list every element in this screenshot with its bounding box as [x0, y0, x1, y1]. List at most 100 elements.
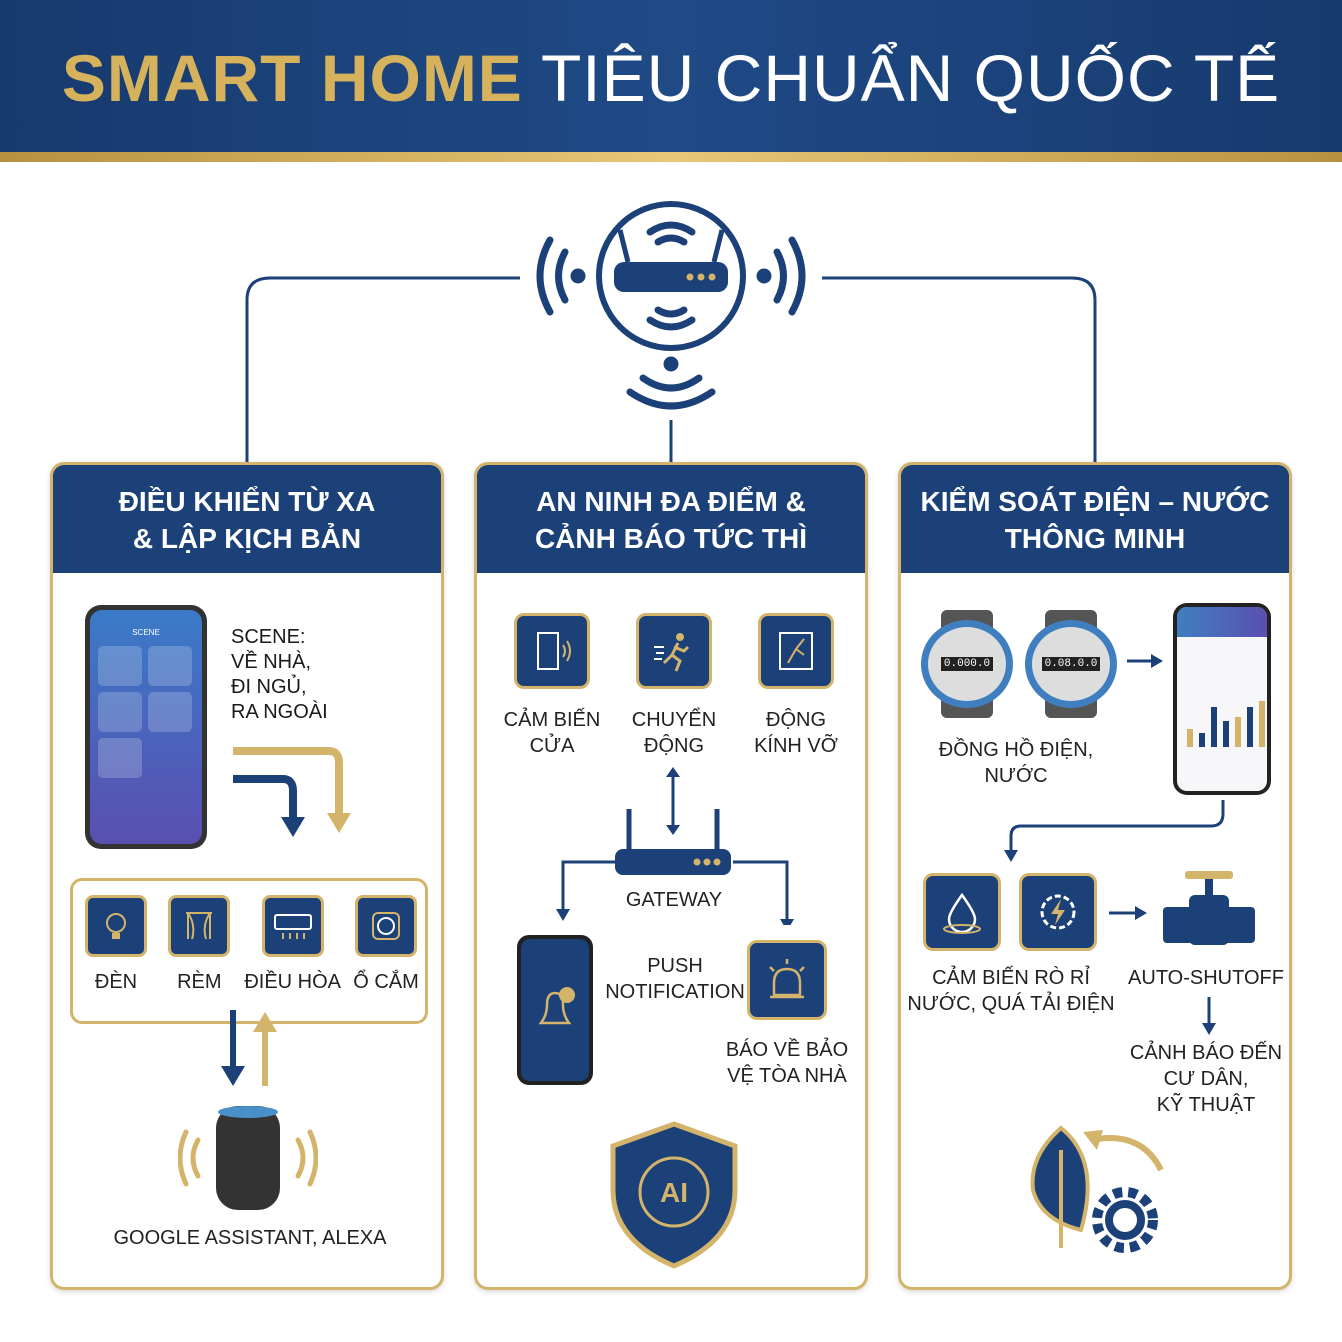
device-label: RÈM: [177, 971, 222, 993]
device-label: Ổ CẮM: [353, 971, 419, 993]
meter-reading: 0.08.0.0: [1041, 657, 1101, 671]
scene-label-line: SCENE:: [231, 626, 306, 648]
flow-arrows: [233, 747, 351, 837]
arrow-right-icon: [1127, 654, 1163, 668]
device-curtain[interactable]: RÈM: [164, 895, 234, 995]
auto-shutoff-label: AUTO-SHUTOFF: [1128, 967, 1284, 989]
label-line: CƯ DÂN,: [1163, 1068, 1249, 1090]
title-rest: TIÊU CHUẨN QUỐC TẾ: [540, 41, 1281, 115]
label-line: KỸ THUẬT: [1156, 1094, 1256, 1116]
device-list: ĐÈN RÈM ĐIỀU HÒA Ổ CẮM: [81, 895, 421, 995]
siren-icon: [747, 940, 827, 1020]
shutoff-valve-icon: [1163, 871, 1255, 945]
title-highlight: SMART HOME: [61, 41, 523, 115]
sensor-label: ĐỘNG: [766, 709, 826, 731]
eco-leaf-gear-icon: [1030, 1125, 1164, 1253]
gateway-label: GATEWAY: [625, 889, 723, 911]
phone-scene-app: SCENE: [85, 605, 207, 849]
device-outlet[interactable]: Ổ CẮM: [351, 895, 421, 995]
sensor-label: CẢM BIẾN: [503, 709, 601, 731]
meter-reading: 0.000.0: [940, 657, 994, 671]
security-guard-label: BÁO VỀ BẢO VỆ TÒA NHÀ: [707, 1037, 865, 1089]
panel-title-line: THÔNG MINH: [1004, 523, 1186, 554]
label-line: NƯỚC, QUÁ TẢI ĐIỆN: [907, 993, 1115, 1015]
lightbulb-icon: [85, 895, 147, 957]
two-way-arrows: [221, 1010, 277, 1086]
header-banner: [0, 0, 1342, 152]
panel-security: AN NINH ĐA ĐIỂM & CẢNH BÁO TỨC THÌ CẢM BI…: [474, 462, 868, 1290]
alert-label: CẢNH BÁO ĐẾN CƯ DÂN, KỸ THUẬT: [1121, 1040, 1289, 1118]
scene-tile[interactable]: [98, 738, 142, 778]
label-line: VỆ TÒA NHÀ: [727, 1065, 847, 1087]
router-icon: [614, 262, 728, 292]
air-conditioner-icon: [261, 895, 324, 957]
device-light[interactable]: ĐÈN: [81, 895, 151, 995]
device-label: ĐÈN: [94, 971, 138, 993]
scene-label-line: ĐI NGỦ,: [231, 676, 307, 698]
scene-label-line: VỀ NHÀ,: [231, 651, 312, 673]
label-line: NƯỚC: [984, 765, 1048, 787]
scene-label: SCENE: VỀ NHÀ, ĐI NGỦ, RA NGOÀI: [231, 625, 328, 725]
phone-screen-title: SCENE: [132, 628, 160, 637]
overload-gear-icon: [1019, 873, 1097, 951]
panel-remote-control: ĐIỀU KHIỂN TỪ XA & LẬP KỊCH BẢN SCENE SCE…: [50, 462, 444, 1290]
label-line: NOTIFICATION: [605, 981, 745, 1003]
ai-shield-icon: AI: [610, 1121, 738, 1269]
panel-header: ĐIỀU KHIỂN TỪ XA & LẬP KỊCH BẢN: [53, 465, 441, 573]
push-notification-label: PUSH NOTIFICATION: [597, 953, 753, 1005]
phone-energy-app: [1173, 603, 1271, 795]
label-line: PUSH: [647, 955, 703, 977]
hub-connectors: [245, 201, 1097, 462]
device-label: ĐIỀU HÒA: [244, 971, 341, 993]
ai-label: AI: [660, 1177, 688, 1208]
panel-title-line: KIỂM SOÁT ĐIỆN – NƯỚC: [920, 486, 1270, 517]
sensor-door[interactable]: CẢM BIẾN CỬA: [497, 613, 607, 759]
water-meter-icon: 0.08.0.0: [1025, 610, 1117, 718]
device-ac[interactable]: ĐIỀU HÒA: [244, 895, 341, 995]
panel-title-line: AN NINH ĐA ĐIỂM &: [536, 486, 806, 517]
panel-title-line: & LẬP KỊCH BẢN: [132, 523, 362, 554]
arrow-down-icon: [1202, 997, 1216, 1035]
sensor-label: CHUYỂN: [631, 709, 717, 731]
scene-tile[interactable]: [98, 692, 142, 732]
connector-arrow: [1004, 800, 1225, 862]
sensor-label: KÍNH VỠ: [754, 735, 838, 757]
header-gold-line: [0, 152, 1342, 162]
label-line: CẢNH BÁO ĐẾN: [1129, 1042, 1283, 1064]
assistant-label: GOOGLE ASSISTANT, ALEXA: [113, 1227, 387, 1249]
sensor-glass-break[interactable]: ĐỘNG KÍNH VỠ: [741, 613, 851, 759]
gateway-icon: [615, 849, 731, 875]
panel-header: AN NINH ĐA ĐIỂM & CẢNH BÁO TỨC THÌ: [477, 465, 865, 573]
arrow-right-icon: [1109, 906, 1147, 920]
electric-meter-icon: 0.000.0: [921, 610, 1013, 718]
sensor-list: CẢM BIẾN CỬA CHUYỂN ĐỘNG ĐỘNG KÍNH VỠ: [497, 613, 851, 759]
scene-tile[interactable]: [98, 646, 142, 686]
device-group: [70, 878, 428, 1024]
curtain-icon: [168, 895, 231, 957]
door-sensor-icon: [514, 613, 590, 689]
panel-header: KIỂM SOÁT ĐIỆN – NƯỚC THÔNG MINH: [901, 465, 1289, 573]
sensor-motion[interactable]: CHUYỂN ĐỘNG: [619, 613, 729, 759]
label-line: ĐỒNG HỒ ĐIỆN,: [938, 739, 1094, 761]
water-drop-icon: [923, 873, 1001, 951]
usage-bar-chart: [1187, 701, 1265, 747]
gateway-diagram: [556, 767, 794, 925]
scene-tile[interactable]: [148, 692, 192, 732]
panel-title-line: CẢNH BÁO TỨC THÌ: [534, 523, 808, 554]
bell-icon: [521, 939, 589, 1081]
page-title: SMART HOME TIÊU CHUẨN QUỐC TẾ: [0, 40, 1342, 116]
motion-sensor-icon: [636, 613, 712, 689]
smart-speaker-icon: [178, 1106, 318, 1210]
label-line: CẢM BIẾN RÒ RỈ: [932, 967, 1090, 989]
label-line: BÁO VỀ BẢO: [725, 1039, 849, 1061]
sensor-label: CỬA: [529, 735, 575, 757]
phone-notification: [517, 935, 593, 1085]
panel-title-line: ĐIỀU KHIỂN TỪ XA: [118, 486, 376, 517]
meter-label: ĐỒNG HỒ ĐIỆN, NƯỚC: [911, 737, 1121, 789]
scene-label-line: RA NGOÀI: [231, 701, 328, 723]
scene-tile[interactable]: [148, 646, 192, 686]
sensor-label: ĐỘNG: [644, 735, 704, 757]
leak-sensor-label: CẢM BIẾN RÒ RỈ NƯỚC, QUÁ TẢI ĐIỆN: [901, 965, 1121, 1017]
power-outlet-icon: [354, 895, 417, 957]
